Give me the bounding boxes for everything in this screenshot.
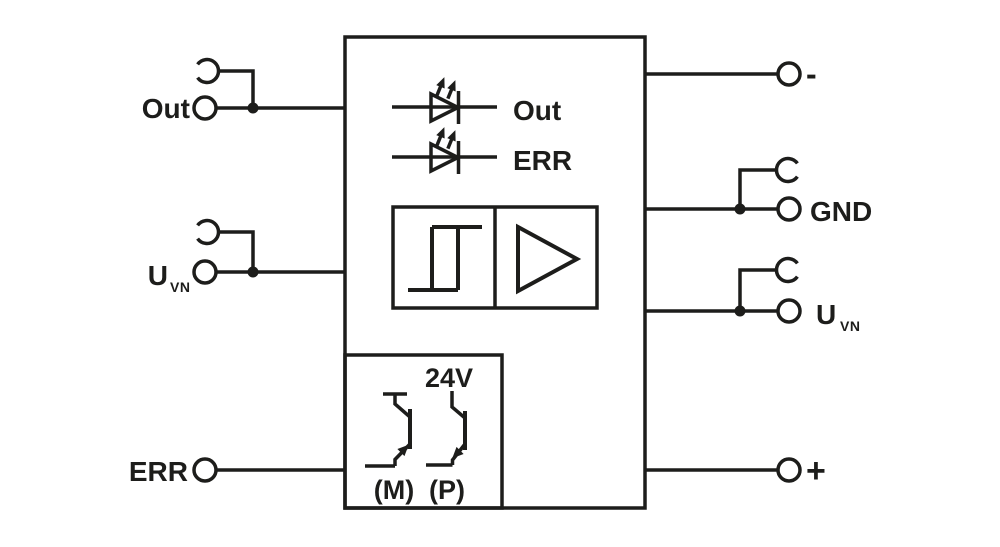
terminal-label-uvn-right-sub: VN xyxy=(840,318,860,334)
plug-hook-icon xyxy=(774,256,799,284)
terminal-label-uvn-right: U xyxy=(816,299,836,330)
plug-stub-uvn-right xyxy=(738,268,777,311)
led-out-arrows xyxy=(435,77,456,100)
terminal-label-err: ERR xyxy=(129,456,188,487)
plug-hook-icon xyxy=(196,218,221,246)
terminal-label-plus: + xyxy=(806,452,826,490)
plug-stub-out xyxy=(218,69,255,108)
terminal-circle-minus xyxy=(776,61,802,87)
led-out-icon xyxy=(392,77,497,124)
terminal-circle-plus xyxy=(776,457,802,483)
plug-hook-icon xyxy=(774,156,799,184)
terminal-label-uvn-left-sub: VN xyxy=(170,279,190,295)
hysteresis-icon xyxy=(408,225,482,292)
terminal-circle-uvn-left xyxy=(192,259,218,285)
transistor-m-label: (M) xyxy=(374,475,414,505)
transistor-p-icon xyxy=(426,391,467,467)
led-err-diode xyxy=(429,141,462,174)
led-out-label: Out xyxy=(513,95,561,126)
voltage-label: 24V xyxy=(425,363,473,393)
terminal-circle-out xyxy=(192,95,218,121)
terminal-label-out: Out xyxy=(142,93,190,124)
plug-stub-gnd xyxy=(738,168,777,209)
led-err-icon xyxy=(392,127,497,174)
led-err-label: ERR xyxy=(513,145,572,176)
terminal-label-uvn-left: U xyxy=(148,260,168,291)
terminal-circle-uvn-right xyxy=(776,298,802,324)
output-stage-box xyxy=(343,353,504,510)
led-err-arrows xyxy=(435,127,456,150)
amplifier-icon xyxy=(516,223,582,295)
junction-dot xyxy=(734,305,746,317)
junction-dot xyxy=(734,203,746,215)
terminal-circle-gnd xyxy=(776,196,802,222)
terminal-label-gnd: GND xyxy=(810,196,872,227)
plug-hook-icon xyxy=(196,57,221,85)
junction-dot xyxy=(247,102,259,114)
plug-stub-uvn-left xyxy=(218,230,255,272)
transistor-p-label: (P) xyxy=(429,475,465,505)
led-out-diode xyxy=(429,91,462,124)
terminal-circle-err xyxy=(192,457,218,483)
terminal-label-minus: - xyxy=(806,56,817,92)
transistor-m-icon xyxy=(365,392,412,468)
junction-dot xyxy=(247,266,259,278)
